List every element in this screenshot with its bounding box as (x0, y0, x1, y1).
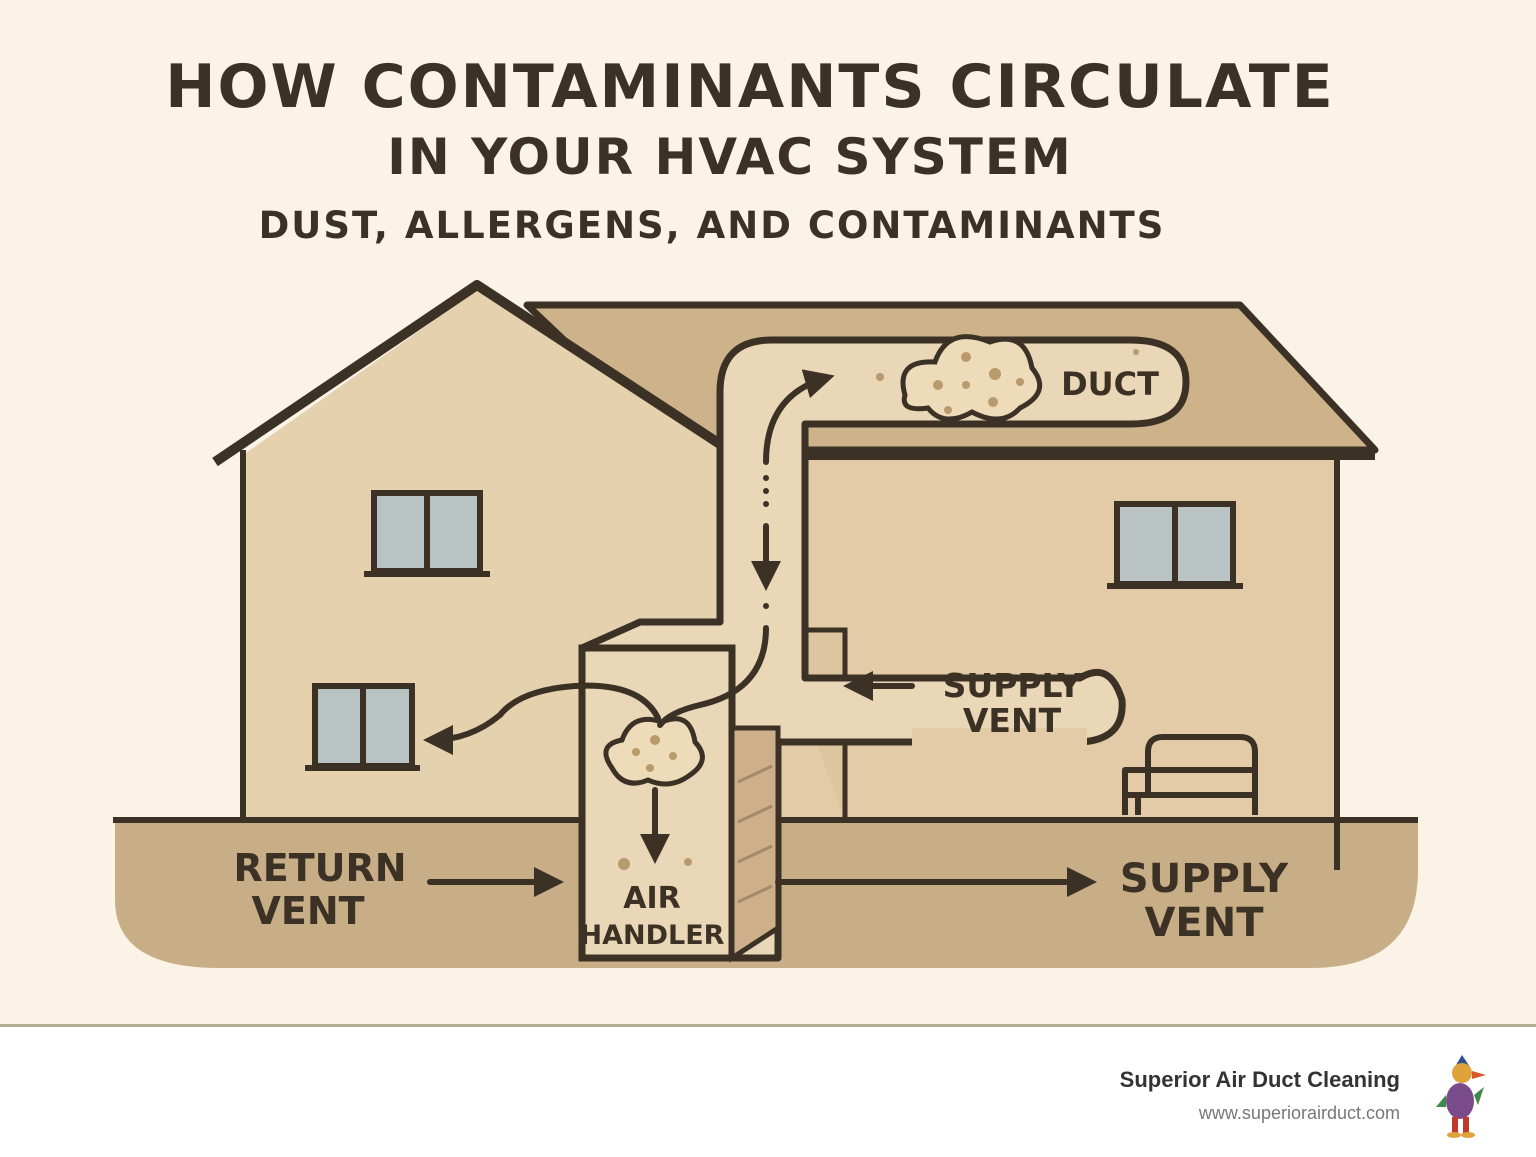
footer: Superior Air Duct Cleaning www.superiora… (0, 1024, 1536, 1157)
window-right (1107, 501, 1243, 589)
bed-icon (1122, 734, 1258, 815)
lower-supply-vent-label-1: SUPPLY (1120, 856, 1289, 902)
dust-cloud-air-handler (603, 716, 705, 870)
arrow-to-left-room (423, 682, 661, 755)
title-line-1: HOW CONTAMINANTS CIRCULATE (165, 52, 1335, 122)
mascot-logo-icon (1436, 1055, 1486, 1138)
subtitle: DUST, ALLERGENS, AND CONTAMINANTS (258, 204, 1166, 247)
title-line-2: IN YOUR HVAC SYSTEM (387, 128, 1073, 186)
air-handler-label-1: AIR (623, 881, 680, 916)
lower-supply-vent-label-2: VENT (1144, 900, 1264, 946)
brand-block: Superior Air Duct Cleaning www.superiora… (1120, 1067, 1400, 1124)
duct-label: DUCT (1061, 365, 1159, 403)
return-vent-label-1: RETURN (233, 846, 406, 890)
arrow-up-to-duct (763, 369, 835, 465)
company-name: Superior Air Duct Cleaning (1119, 1067, 1400, 1092)
upper-supply-vent-label-2: VENT (963, 701, 1062, 740)
upper-supply-vent-label-1: SUPPLY (943, 666, 1083, 705)
dust-cloud-duct (876, 334, 1139, 422)
arrow-shaft-to-cloud (657, 625, 769, 728)
left-roof-line (212, 280, 735, 467)
window-upper-left (364, 490, 490, 577)
hvac-house-diagram: DUCT SUPPLY VENT RETURN VENT AIR HANDLER… (113, 280, 1418, 968)
window-lower-left (305, 683, 420, 771)
air-handler-label-2: HANDLER (580, 920, 725, 951)
company-url[interactable]: www.superiorairduct.com (1198, 1103, 1400, 1123)
return-vent-label-2: VENT (251, 889, 364, 933)
